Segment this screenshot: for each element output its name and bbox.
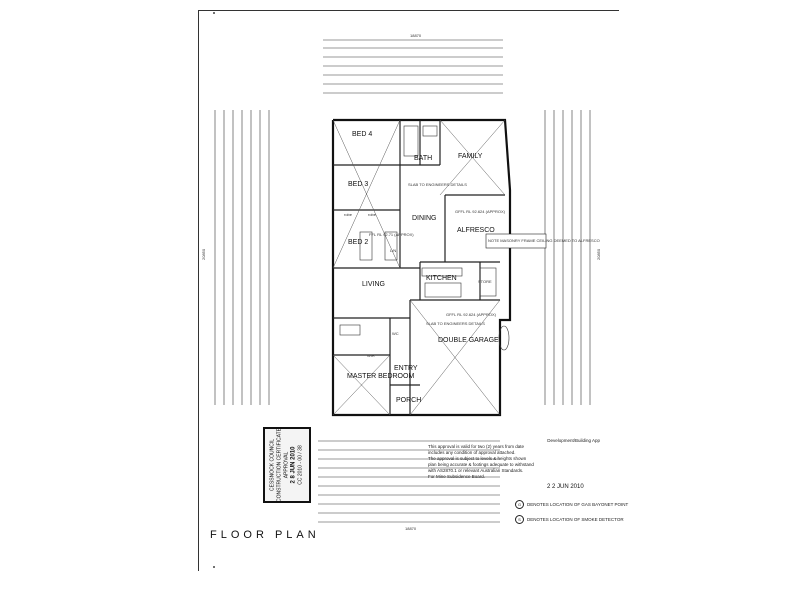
stamp-line-1: CESSNOCK COUNCIL xyxy=(269,439,276,491)
approval-date: 2 2 JUN 2010 xyxy=(547,484,584,490)
council-stamp: CESSNOCK COUNCIL CONSTRUCTION CERTIFICAT… xyxy=(263,427,311,503)
right-dimension-strings xyxy=(544,110,591,405)
top-dimension-strings xyxy=(323,39,503,94)
stamp-line-3: APPROVAL xyxy=(283,451,290,479)
corner-mark xyxy=(213,566,215,568)
approval-notes: Development/Building App This approval i… xyxy=(428,438,618,480)
room-garage: DOUBLE GARAGE xyxy=(438,337,499,344)
stamp-content: CESSNOCK COUNCIL CONSTRUCTION CERTIFICAT… xyxy=(270,428,305,502)
gffl-rl-note-1: GFFL RL 92.624 (APPROX) xyxy=(455,209,506,214)
gffl-rl-note-2: GFFL RL 92.624 (APPROX) xyxy=(446,312,497,317)
alfresco-note-box xyxy=(485,233,547,249)
corner-mark xyxy=(213,12,215,14)
approval-note-line: The approval is subject to levels & heig… xyxy=(428,456,527,461)
slab-note-2: SLAB TO ENGINEERS DETAILS xyxy=(426,321,485,326)
room-bed4: BED 4 xyxy=(352,131,372,138)
ffl-rl-note: FFL RL 92.71 (APPROX) xyxy=(369,232,414,237)
room-store: STORE xyxy=(478,279,492,284)
top-total-dimension: 18870 xyxy=(410,33,422,38)
room-living: LIVING xyxy=(362,281,385,288)
room-bed2: BED 2 xyxy=(348,239,368,246)
room-wc: WC xyxy=(392,331,399,336)
slab-note-1: SLAB TO ENGINEERS DETAILS xyxy=(408,182,467,187)
approval-note-line: This approval is valid for two (2) years… xyxy=(428,444,525,449)
room-kitchen: KITCHEN xyxy=(426,275,457,282)
approval-note-line: with AS2870.1 or relevant Australian Sta… xyxy=(428,468,524,473)
stamp-line-2: CONSTRUCTION CERTIFICATE xyxy=(276,428,283,502)
gas-bayonet-icon: G xyxy=(515,500,524,509)
approval-note-line: includes any condition of approval attac… xyxy=(428,450,516,455)
left-dimension-strings xyxy=(214,110,270,405)
room-entry: ENTRY xyxy=(394,365,418,372)
room-wir: WIR xyxy=(367,353,375,358)
stamp-ref: CC 2010 - 00 / 38 xyxy=(297,445,304,485)
alfresco-note: NOTE MASONRY FRAME CEILING DEEMED TO ALF… xyxy=(488,238,600,243)
legend: G DENOTES LOCATION OF GAS BAYONET POINT … xyxy=(515,500,628,530)
inner-walls xyxy=(333,120,505,415)
stamp-date: 2 8 JUN 2010 xyxy=(290,446,297,484)
room-dining: DINING xyxy=(412,215,437,222)
room-lin: L/N xyxy=(390,248,396,253)
approval-note-line: For Mine Subsidence Board. xyxy=(428,474,486,479)
smoke-detector-icon: S xyxy=(515,515,524,524)
bottom-total-dimension: 18870 xyxy=(405,526,417,531)
room-alfresco: ALFRESCO xyxy=(457,227,495,234)
room-robe-2: robe xyxy=(368,212,377,217)
legend-row-gas: G DENOTES LOCATION OF GAS BAYONET POINT xyxy=(515,500,628,509)
fixtures xyxy=(339,125,510,351)
room-robe-1: robe xyxy=(344,212,353,217)
bottom-dimension-strings xyxy=(318,440,500,523)
diagonal-lines xyxy=(332,119,506,416)
outer-walls xyxy=(331,118,512,417)
right-total-dimension: 20850 xyxy=(596,248,601,260)
approval-header: Development/Building App xyxy=(547,438,600,443)
legend-row-smoke: S DENOTES LOCATION OF SMOKE DETECTOR xyxy=(515,515,628,524)
room-porch: PORCH xyxy=(396,397,421,404)
legend-text-gas: DENOTES LOCATION OF GAS BAYONET POINT xyxy=(527,502,629,507)
room-master-bedroom: MASTER BEDROOM xyxy=(347,373,414,380)
room-bed3: BED 3 xyxy=(348,181,368,188)
drawing-sheet xyxy=(198,10,619,571)
left-total-dimension: 20850 xyxy=(201,248,206,260)
page-title: FLOOR PLAN xyxy=(210,529,320,541)
legend-text-smoke: DENOTES LOCATION OF SMOKE DETECTOR xyxy=(527,517,624,522)
room-bath: BATH xyxy=(414,155,432,162)
approval-note-line: plan being accurate & footings adequate … xyxy=(428,462,534,467)
room-family: FAMILY xyxy=(458,153,483,160)
